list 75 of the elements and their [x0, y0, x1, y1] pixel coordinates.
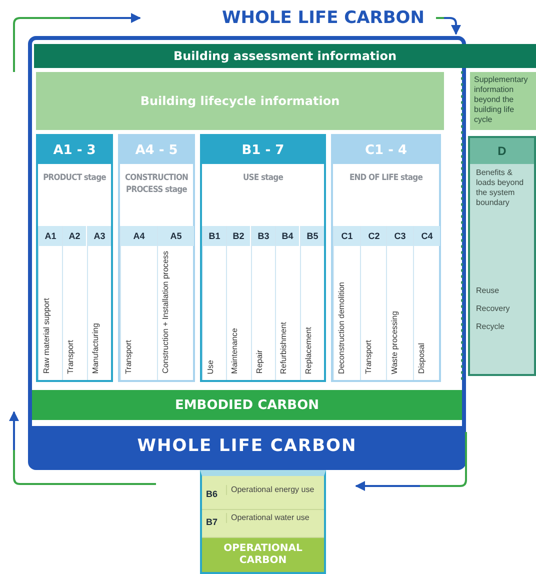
- module-column: [87, 226, 111, 380]
- module-code: B4: [276, 226, 299, 246]
- module-code: A4: [121, 226, 157, 246]
- module-label: Disposal: [417, 343, 426, 374]
- module-code: A3: [88, 226, 111, 246]
- module-label: Refurbishment: [279, 322, 288, 374]
- note-panel: Supplementary information beyond the building life cycle: [470, 72, 536, 130]
- module-label: Manufacturing: [91, 323, 100, 374]
- stage-header: A4 - 5: [120, 136, 193, 164]
- info-band: Building lifecycle information: [36, 72, 444, 130]
- stage-header: C1 - 4: [333, 136, 439, 164]
- module-code: B5: [301, 226, 324, 246]
- module-column: [251, 226, 275, 380]
- module-label: Transport: [124, 340, 133, 374]
- module-column: [275, 226, 299, 380]
- module-column: [300, 226, 324, 380]
- module-label: Maintenance: [230, 328, 239, 374]
- module-panel: [468, 136, 536, 376]
- info-band: Building assessment information: [34, 44, 536, 68]
- module-label: Transport: [364, 340, 373, 374]
- module-label: Deconstruction demolition: [337, 282, 346, 374]
- module-column: [62, 226, 86, 380]
- module-column: [386, 226, 413, 380]
- stage-title: PRODUCT stage: [42, 172, 107, 184]
- stage-panel: [200, 134, 326, 382]
- carbon-band: EMBODIED CARBON: [32, 390, 462, 420]
- list-item: Recycle: [476, 322, 504, 331]
- module-column: [38, 226, 62, 380]
- module-label: Repair: [255, 350, 264, 374]
- module-label: Raw material support: [42, 298, 51, 374]
- carbon-band: OPERATIONAL CARBON: [202, 538, 324, 572]
- module-code: C3: [387, 226, 413, 246]
- module-column: [202, 226, 226, 380]
- module-label: Operational water use: [226, 513, 321, 523]
- module-row: [202, 510, 324, 538]
- module-code: C1: [334, 226, 360, 246]
- stage-header: A1 - 3: [38, 136, 111, 164]
- module-code: A2: [63, 226, 86, 246]
- module-label: Use: [206, 360, 215, 374]
- stage-title: END OF LIFE stage: [348, 172, 424, 184]
- module-code: C2: [361, 226, 387, 246]
- operational-panel: [200, 470, 326, 574]
- module-label: Construction + Installation process: [161, 251, 170, 374]
- stage-title: USE stage: [242, 172, 284, 184]
- list-item: Reuse: [476, 286, 500, 295]
- module-label: Operational energy use: [226, 485, 321, 495]
- module-column: [413, 226, 440, 380]
- stage-panel: [331, 134, 441, 382]
- module-label: Transport: [66, 340, 75, 374]
- module-header: D: [470, 138, 534, 164]
- module-code: A1: [39, 226, 62, 246]
- module-row: [202, 482, 324, 510]
- stage-header: B1 - 7: [202, 136, 324, 164]
- carbon-frame: [28, 36, 466, 470]
- module-column: [360, 226, 387, 380]
- module-label: Replacement: [304, 326, 313, 374]
- module-label: Waste processing: [390, 310, 399, 374]
- module-column: [226, 226, 250, 380]
- stage-panel: [36, 134, 113, 382]
- diagram-title: WHOLE LIFE CARBON: [222, 8, 424, 28]
- module-code: B3: [252, 226, 275, 246]
- module-column: [157, 226, 194, 380]
- module-column: [333, 226, 360, 380]
- module-code: B7: [206, 517, 218, 527]
- stage-title: CONSTRUCTION PROCESS stage: [124, 172, 190, 196]
- module-code: B2: [227, 226, 250, 246]
- module-column: [120, 226, 157, 380]
- carbon-band: WHOLE LIFE CARBON: [32, 426, 462, 466]
- module-code: A5: [158, 226, 194, 246]
- module-description: Benefits & loads beyond the system boundary: [476, 168, 525, 208]
- module-code: B6: [206, 489, 218, 499]
- stage-panel: [118, 134, 195, 382]
- module-code: B1: [203, 226, 226, 246]
- module-code: C4: [414, 226, 440, 246]
- list-item: Recovery: [476, 304, 510, 313]
